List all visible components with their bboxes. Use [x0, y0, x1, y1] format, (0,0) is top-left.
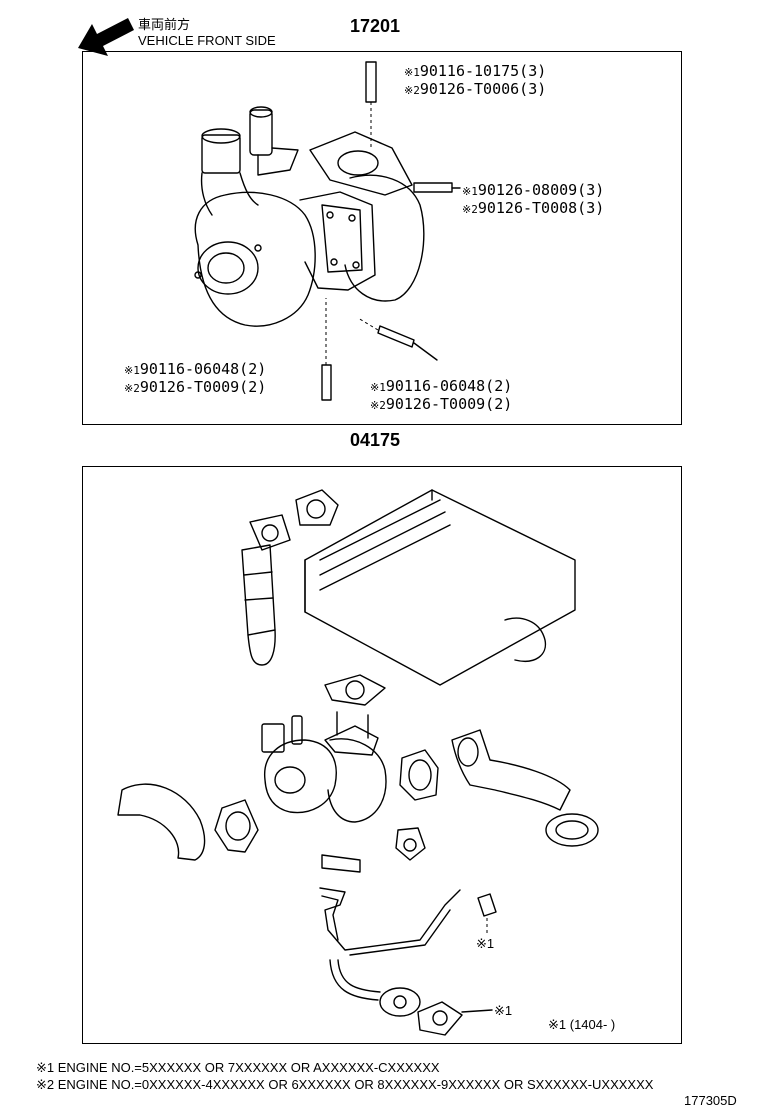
arrow-up-left-icon [78, 18, 134, 56]
part-number-17201[interactable]: 17201 [350, 16, 401, 36]
part-code: 90126-T0009(2) [139, 378, 267, 396]
part-code: 90126-T0008(3) [477, 199, 605, 217]
turbocharger-drawing [194, 61, 461, 401]
engine-note-2: ※2 ENGINE NO.=0XXXXXX-4XXXXXX OR 6XXXXXX… [36, 1077, 654, 1092]
vehicle-front-label-jp: 車両前方 [138, 17, 191, 32]
part-code: 90116-06048(2) [139, 360, 267, 378]
mark-note-bolt: ※1 [476, 936, 495, 951]
part-code: 90126-T0006(3) [419, 80, 547, 98]
part-code: 90126-08009(3) [477, 181, 605, 199]
part-code: 90126-T0009(2) [385, 395, 513, 413]
callout-left-stud[interactable]: ※190116-06048(2) ※290126-T0009(2) [124, 360, 267, 396]
engine-note-1: ※1 ENGINE NO.=5XXXXXX OR 7XXXXXX OR AXXX… [36, 1060, 440, 1075]
turbocharger-panel [82, 51, 682, 425]
callout-top-stud[interactable]: ※190116-10175(3) ※290126-T0006(3) [404, 62, 547, 98]
mark-note-gasket: ※1 [494, 1003, 513, 1018]
callout-lower-stud[interactable]: ※190116-06048(2) ※290126-T0009(2) [370, 377, 513, 413]
callout-right-stud[interactable]: ※190126-08009(3) ※290126-T0008(3) [462, 181, 605, 217]
vehicle-front-label-en: VEHICLE FRONT SIDE [138, 33, 276, 48]
part-number-04175[interactable]: 04175 [350, 430, 401, 450]
diagram-id: 177305D [684, 1093, 737, 1108]
gasket-kit-panel [82, 466, 682, 1044]
gasket-kit-drawing [117, 489, 599, 1036]
part-code: 90116-06048(2) [385, 377, 513, 395]
part-code: 90116-10175(3) [419, 62, 547, 80]
date-note: ※1 (1404- ) [548, 1017, 616, 1032]
